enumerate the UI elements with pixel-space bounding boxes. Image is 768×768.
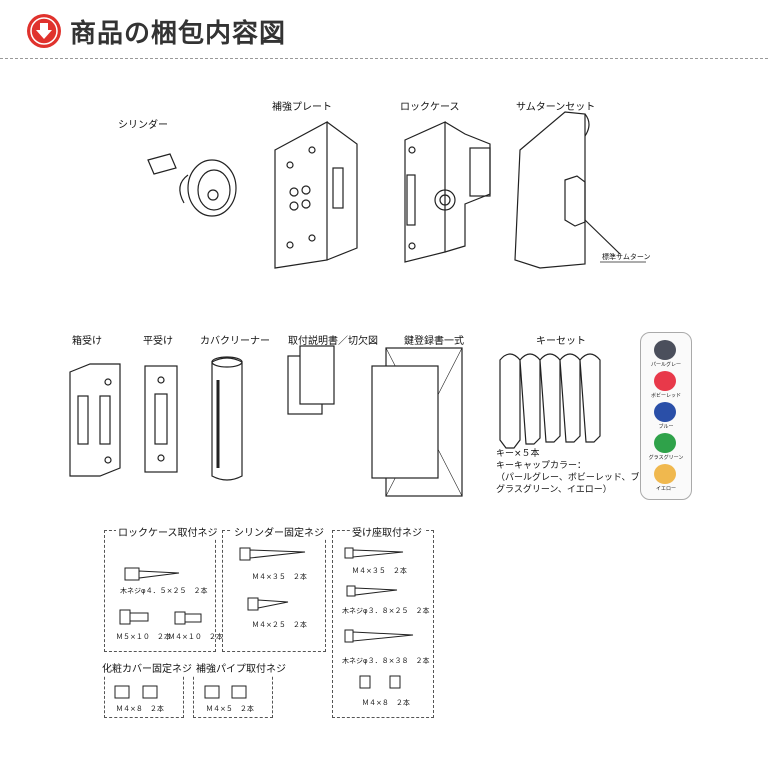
title-pipe-screws: 補強パイプ取付ネジ (194, 660, 288, 675)
label-manual: 取付説明書／切欠図 (288, 336, 378, 347)
label-hirauke: 平受け (143, 336, 173, 347)
keycap-swatch (654, 402, 676, 422)
label-keyset: キーセット (536, 336, 586, 347)
page-header: 商品の梱包内容図 (0, 0, 768, 62)
keycap-swatch-label: イエロー (656, 486, 676, 492)
keycap-swatch (654, 464, 676, 484)
title-uke-screws: 受け座取付ネジ (350, 524, 424, 539)
label-keycap-line2: グラスグリーン、イエロー） (496, 485, 612, 495)
text-uke-d: Ｍ４×８ ２本 (362, 699, 410, 707)
cylinder-illustration (147, 153, 237, 217)
label-thumbturn-note: 標準サムターン (602, 253, 651, 261)
keycap-swatch-label: グラスグリーン (648, 455, 684, 461)
plate-illustration (274, 120, 358, 269)
label-thumbturn: サムターンセット (516, 102, 596, 113)
hakouke-illustration (69, 363, 121, 477)
keyset-illustration (499, 353, 601, 449)
screws-illustration (114, 547, 414, 699)
text-pipe-a: Ｍ４×５ ２本 (206, 705, 254, 713)
text-cylinder-b: Ｍ４×２５ ２本 (252, 621, 307, 629)
title-cylinder-screws: シリンダー固定ネジ (232, 524, 326, 539)
keycap-swatch-label: ボビーレッド (650, 393, 681, 399)
label-cylinder: シリンダー (118, 120, 168, 131)
hirauke-illustration (144, 365, 178, 473)
thumbturn-illustration (514, 111, 646, 269)
text-uke-c: 木ネジφ３．８×３８ ２本 (342, 657, 430, 665)
text-lockcase-b: Ｍ５×１０ ２本 (116, 633, 171, 641)
title-cover-screws: 化粧カバー固定ネジ (100, 660, 194, 675)
header-divider (0, 58, 768, 59)
label-keycap-line1: （パールグレー、ボビーレッド、ブルー (496, 473, 658, 483)
lockcase-illustration (404, 121, 491, 263)
manual-illustration (287, 345, 335, 415)
text-lockcase-c: Ｍ４×１０ ２本 (168, 633, 223, 641)
label-cover: カバクリーナー (200, 336, 270, 347)
keycap-swatch-label: パールグレー (650, 362, 681, 368)
text-cover-a: Ｍ４×８ ２本 (116, 705, 164, 713)
label-key-count: キー×５本 (496, 449, 540, 459)
arrow-down-icon (27, 14, 61, 48)
keycap-swatch (654, 371, 676, 391)
label-keyregister: 鍵登録書一式 (404, 336, 464, 347)
text-lockcase-a: 木ネジφ４．５×２５ ２本 (120, 587, 208, 595)
page-title: 商品の梱包内容図 (70, 19, 287, 49)
keycap-swatch-label: ブルー (658, 424, 674, 430)
cover-illustration (211, 356, 243, 481)
uke-screw-box (332, 530, 434, 718)
text-cylinder-a: Ｍ４×３５ ２本 (252, 573, 307, 581)
label-hakouke: 箱受け (72, 336, 102, 347)
label-keycap-title: キーキャップカラー： (496, 461, 587, 471)
keycap-swatch (654, 433, 676, 453)
title-lockcase-screws: ロックケース取付ネジ (116, 524, 220, 539)
text-uke-b: 木ネジφ３．８×２５ ２本 (342, 607, 430, 615)
keyregister-illustration (371, 347, 463, 497)
text-uke-a: Ｍ４×３５ ２本 (352, 567, 407, 575)
label-plate: 補強プレート (272, 102, 332, 113)
cylinder-screw-box (222, 530, 326, 652)
keycap-swatch (654, 340, 676, 360)
label-lockcase: ロックケース (400, 102, 460, 113)
